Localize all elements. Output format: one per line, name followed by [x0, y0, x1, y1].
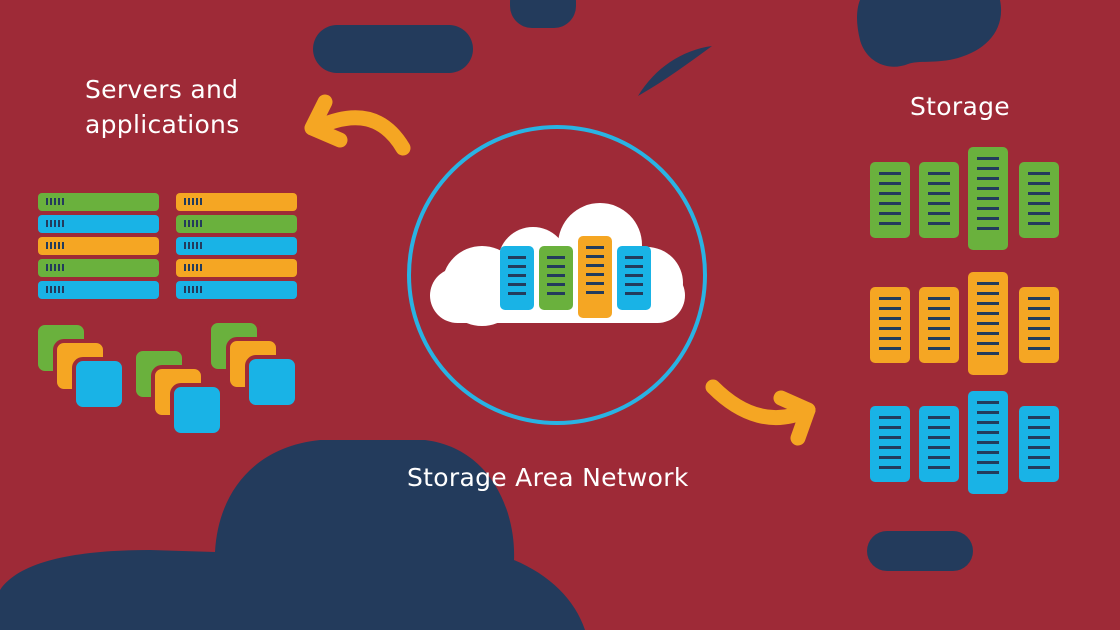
san-circle	[407, 125, 707, 425]
blob-bottom-left	[0, 440, 585, 630]
blob-top-right	[857, 0, 1002, 67]
storage-label: Storage	[910, 92, 1010, 121]
san-label: Storage Area Network	[407, 463, 689, 492]
storage-unit-icon	[539, 246, 573, 310]
app-stack-icon	[132, 347, 224, 437]
servers-label: Servers and applications	[85, 75, 240, 139]
storage-unit-icon	[968, 391, 1008, 494]
storage-unit-icon	[870, 287, 910, 363]
san-hub	[407, 125, 707, 425]
storage-unit-icon	[1019, 287, 1059, 363]
app-stack-icon	[207, 319, 299, 409]
storage-unit-icon	[919, 287, 959, 363]
storage-arrays	[870, 147, 1059, 494]
storage-unit-icon	[870, 406, 910, 482]
curved-arrow-icon	[705, 379, 816, 446]
storage-unit-icon	[500, 246, 534, 310]
cloud-storage-units	[500, 236, 651, 318]
storage-unit-icon	[919, 406, 959, 482]
server-rack-icon	[38, 193, 159, 299]
storage-unit-icon	[578, 236, 612, 318]
storage-unit-icon	[919, 162, 959, 238]
storage-unit-icon	[1019, 162, 1059, 238]
sliver-shape	[638, 46, 712, 96]
background-shapes	[0, 0, 1002, 630]
app-stack-icon	[34, 321, 126, 411]
storage-unit-icon	[870, 162, 910, 238]
server-rack-icon	[176, 193, 297, 299]
storage-unit-icon	[617, 246, 651, 310]
storage-unit-icon	[968, 272, 1008, 375]
storage-unit-icon	[1019, 406, 1059, 482]
blob-top-center	[510, 0, 576, 28]
curved-arrow-icon	[304, 94, 411, 156]
storage-unit-icon	[968, 147, 1008, 250]
blob-top-left	[313, 25, 473, 73]
blob-bottom-right	[867, 531, 973, 571]
